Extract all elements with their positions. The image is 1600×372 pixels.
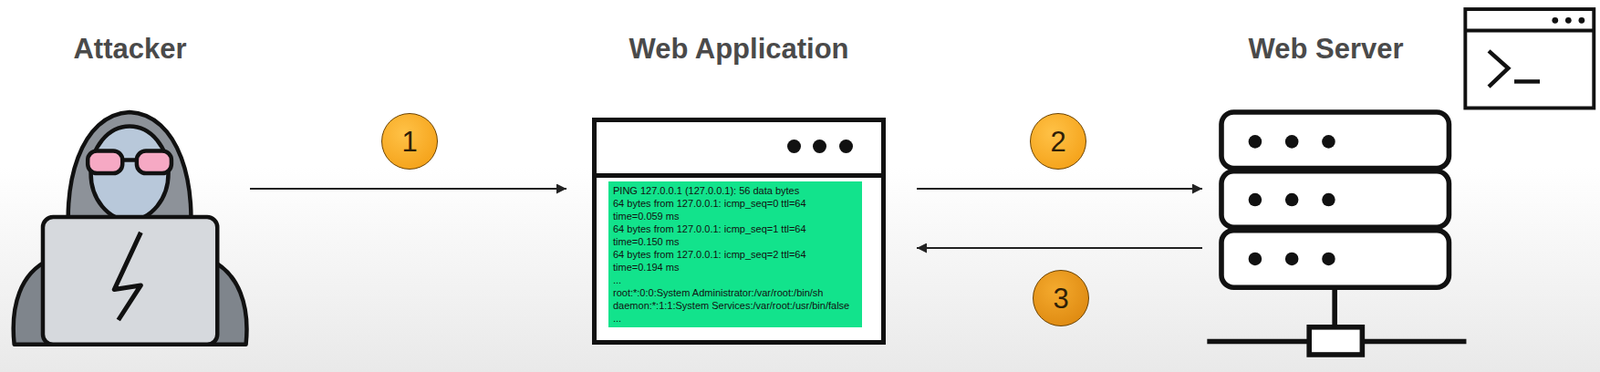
actor-node: Attacker bbox=[10, 112, 250, 347]
server-led bbox=[1285, 252, 1299, 267]
terminal-line: 64 bytes from 127.0.0.1: icmp_seq=2 ttl=… bbox=[612, 248, 858, 274]
terminal-output: PING 127.0.0.1 (127.0.0.1): 56 data byte… bbox=[608, 181, 863, 328]
server-led bbox=[1248, 135, 1263, 149]
callout-number: 3 bbox=[1032, 270, 1090, 327]
terminal-line: ... bbox=[612, 273, 858, 287]
terminal-dot bbox=[1565, 17, 1572, 24]
server-node: Web Server bbox=[1221, 112, 1449, 288]
browser-window: Web ApplicationPING 127.0.0.1 (127.0.0.1… bbox=[592, 117, 886, 345]
window-dot bbox=[839, 139, 853, 154]
lightning-bolt bbox=[114, 232, 141, 321]
attacker-glasses bbox=[136, 150, 172, 174]
terminal-line: 64 bytes from 127.0.0.1: icmp_seq=0 ttl=… bbox=[612, 197, 858, 223]
flow-arrow bbox=[916, 247, 1203, 250]
node-heading: Attacker bbox=[72, 32, 187, 66]
window-dot bbox=[812, 139, 827, 154]
attacker-glasses bbox=[87, 150, 123, 174]
server-led bbox=[1285, 193, 1299, 208]
terminal-line: daemon:*:1:1:System Services:/var/root:/… bbox=[612, 299, 858, 312]
window-titlebar-divider bbox=[596, 173, 882, 178]
server-led bbox=[1321, 252, 1336, 267]
terminal-line: 64 bytes from 127.0.0.1: icmp_seq=1 ttl=… bbox=[612, 222, 858, 249]
server-unit bbox=[1221, 171, 1449, 228]
laptop bbox=[42, 217, 218, 345]
terminal-line: ... bbox=[612, 311, 858, 325]
server-led bbox=[1321, 135, 1336, 149]
terminal-icon bbox=[1464, 9, 1594, 108]
terminal-frame bbox=[1464, 9, 1594, 108]
callout-number: 2 bbox=[1029, 113, 1087, 170]
window-dot bbox=[787, 139, 801, 154]
terminal-bar bbox=[1464, 29, 1594, 33]
terminal-line: PING 127.0.0.1 (127.0.0.1): 56 data byte… bbox=[612, 184, 858, 198]
network-line bbox=[1206, 339, 1310, 345]
terminal-line: root:*:0:0:System Administrator:/var/roo… bbox=[612, 286, 858, 300]
node-heading: Web Application bbox=[628, 32, 849, 66]
server-stem bbox=[1331, 287, 1338, 329]
network-line bbox=[1361, 339, 1466, 345]
callout-number: 1 bbox=[381, 113, 438, 170]
terminal-dot bbox=[1551, 17, 1559, 24]
prompt-chevron bbox=[1488, 51, 1508, 87]
network-port bbox=[1309, 327, 1362, 355]
server-led bbox=[1321, 193, 1336, 208]
node-heading: Web Server bbox=[1247, 32, 1403, 66]
glasses-bridge bbox=[122, 157, 137, 162]
terminal-dot bbox=[1579, 17, 1586, 24]
flow-arrow bbox=[916, 187, 1203, 190]
flow-arrow bbox=[249, 187, 567, 190]
server-led bbox=[1248, 252, 1263, 267]
server-led bbox=[1285, 135, 1299, 149]
attacker-figure bbox=[13, 112, 248, 345]
server-unit bbox=[1221, 230, 1449, 289]
server-led bbox=[1248, 193, 1263, 208]
server-unit bbox=[1221, 112, 1449, 168]
server-figure bbox=[1206, 112, 1466, 355]
prompt-cursor bbox=[1514, 79, 1540, 84]
